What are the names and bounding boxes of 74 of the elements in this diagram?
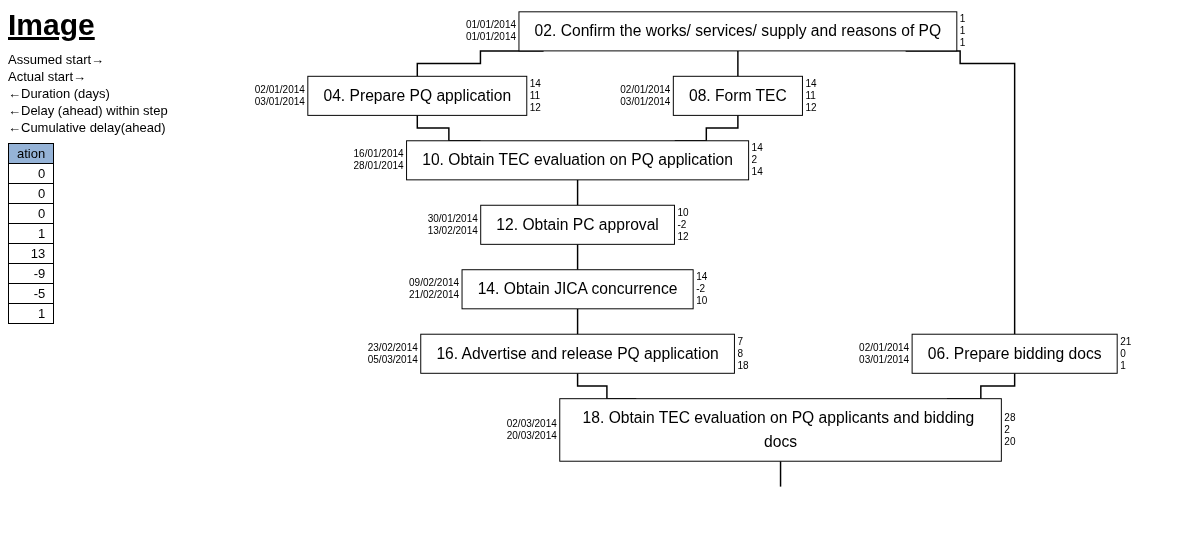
day-count: 14 — [751, 166, 763, 179]
day-count: 0 — [1120, 347, 1127, 360]
date-text: 02/03/2014 — [506, 417, 557, 430]
connector — [576, 179, 579, 206]
node-box: 16. Advertise and release PQ application — [420, 333, 735, 374]
date-text: 02/01/2014 — [620, 83, 671, 96]
day-count: 11 — [805, 89, 817, 102]
node-box: 08. Form TEC — [672, 75, 803, 116]
day-count: 1 — [959, 25, 966, 38]
day-count: 12 — [805, 101, 817, 114]
date-text: 09/02/2014 — [409, 277, 460, 290]
node-box: 18. Obtain TEC evaluation on PQ applicants and bidding docs — [559, 398, 1002, 462]
date-text: 13/02/2014 — [427, 224, 478, 237]
date-text: 20/03/2014 — [506, 429, 557, 442]
day-count: -2 — [677, 218, 688, 231]
day-count: 14 — [696, 271, 708, 284]
day-count: 20 — [1004, 435, 1016, 448]
node-box: 10. Obtain TEC evaluation on PQ application — [406, 140, 750, 181]
node-box: 06. Prepare bidding docs — [911, 333, 1118, 374]
day-count: 1 — [1120, 359, 1127, 372]
date-text: 03/01/2014 — [620, 95, 671, 108]
table-cell: 0 — [8, 163, 54, 184]
date-text: 23/02/2014 — [367, 341, 418, 354]
connector — [576, 308, 579, 335]
date-text: 02/01/2014 — [254, 83, 305, 96]
table-cell: 0 — [8, 203, 54, 224]
annotation-text: ←Delay (ahead) within step — [8, 103, 169, 118]
annotation-text: Assumed start→ — [8, 52, 106, 67]
date-text: 30/01/2014 — [427, 212, 478, 225]
day-count: 28 — [1004, 411, 1016, 424]
day-count: 2 — [1004, 423, 1011, 436]
connector — [779, 460, 782, 488]
date-text: 02/01/2014 — [859, 341, 910, 354]
title: Image — [8, 8, 95, 42]
connector — [576, 243, 579, 271]
table-cell: 1 — [8, 303, 54, 324]
day-count: 14 — [805, 77, 817, 90]
table-cell: 1 — [8, 223, 54, 244]
day-count: 10 — [677, 206, 689, 219]
day-count: 1 — [959, 37, 966, 50]
node-box: 02. Confirm the works/ services/ supply and reasons of PQ — [518, 11, 958, 52]
node-box: 04. Prepare PQ application — [307, 75, 528, 116]
node-box: 12. Obtain PC approval — [480, 204, 675, 245]
date-text: 03/01/2014 — [254, 95, 305, 108]
day-count: 14 — [529, 77, 541, 90]
day-count: 18 — [737, 359, 749, 372]
day-count: 14 — [751, 142, 763, 155]
day-count: -2 — [696, 283, 707, 296]
annotation-text: ←Cumulative delay(ahead) — [8, 120, 167, 135]
node-box: 14. Obtain JICA concurrence — [461, 269, 694, 310]
day-count: 12 — [677, 230, 689, 243]
day-count: 10 — [696, 295, 708, 308]
date-text: 01/01/2014 — [465, 31, 516, 44]
annotation-text: Actual start→ — [8, 69, 88, 84]
day-count: 21 — [1120, 335, 1132, 348]
table-cell: -5 — [8, 283, 54, 304]
connector — [737, 50, 739, 78]
day-count: 8 — [737, 347, 744, 360]
day-count: 11 — [529, 89, 541, 102]
date-text: 28/01/2014 — [353, 160, 404, 173]
date-text: 21/02/2014 — [409, 289, 460, 302]
table-cell: 13 — [8, 243, 54, 264]
table-cell: 0 — [8, 183, 54, 204]
date-text: 05/03/2014 — [367, 353, 418, 366]
annotation-text: ←Duration (days) — [8, 86, 111, 101]
day-count: 7 — [737, 335, 744, 348]
table-header-cell: ation — [8, 143, 54, 164]
date-text: 03/01/2014 — [859, 353, 910, 366]
date-text: 01/01/2014 — [465, 19, 516, 32]
day-count: 2 — [751, 154, 759, 167]
table-cell: -9 — [8, 263, 54, 284]
day-count: 12 — [529, 101, 541, 114]
day-count: 1 — [959, 13, 966, 26]
date-text: 16/01/2014 — [353, 148, 404, 161]
